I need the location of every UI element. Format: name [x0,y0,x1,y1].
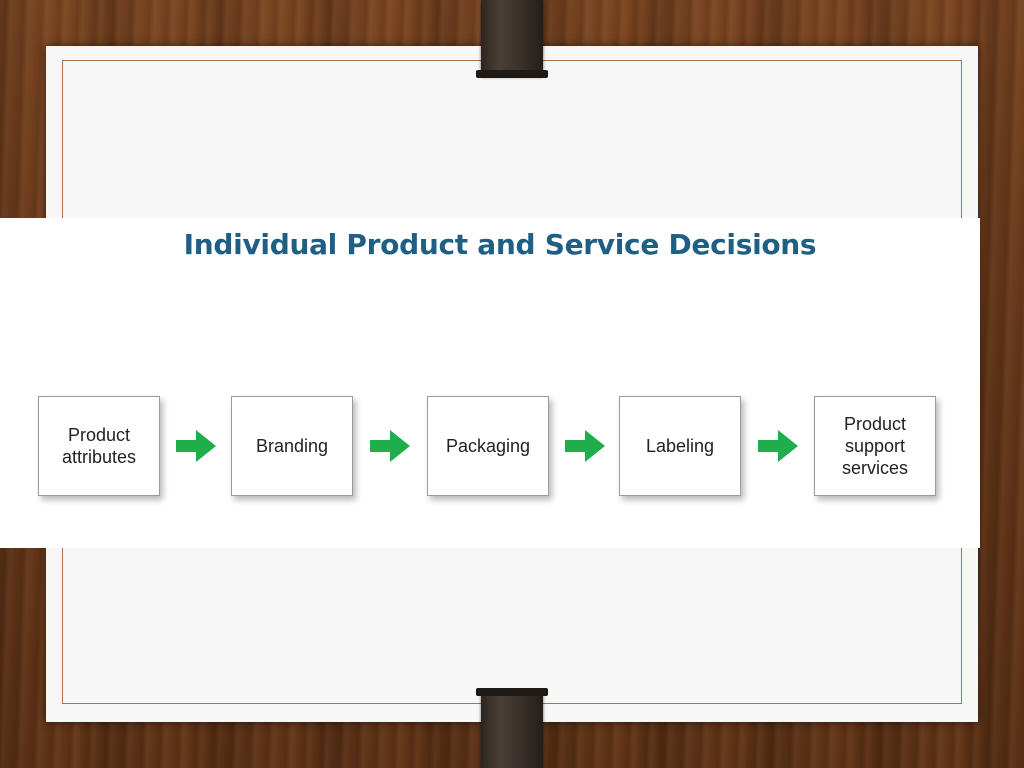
binder-clip-top [476,0,548,78]
step-label: Product attributes [61,425,137,467]
step-label: Labeling [645,436,715,456]
arrow-right-icon [565,430,605,462]
arrow-right-icon [370,430,410,462]
step-label: Packaging [445,436,531,456]
diagram-panel [0,218,980,548]
step-box-packaging: Packaging [427,396,549,496]
arrow-right-icon [758,430,798,462]
step-box-product-support-services: Product support services [814,396,936,496]
step-label: Branding [255,436,329,456]
step-box-product-attributes: Product attributes [38,396,160,496]
step-label: Product support services [841,414,908,478]
binder-clip-bottom [476,688,548,768]
slide-title: Individual Product and Service Decisions [183,228,817,261]
step-box-labeling: Labeling [619,396,741,496]
arrow-right-icon [176,430,216,462]
step-box-branding: Branding [231,396,353,496]
